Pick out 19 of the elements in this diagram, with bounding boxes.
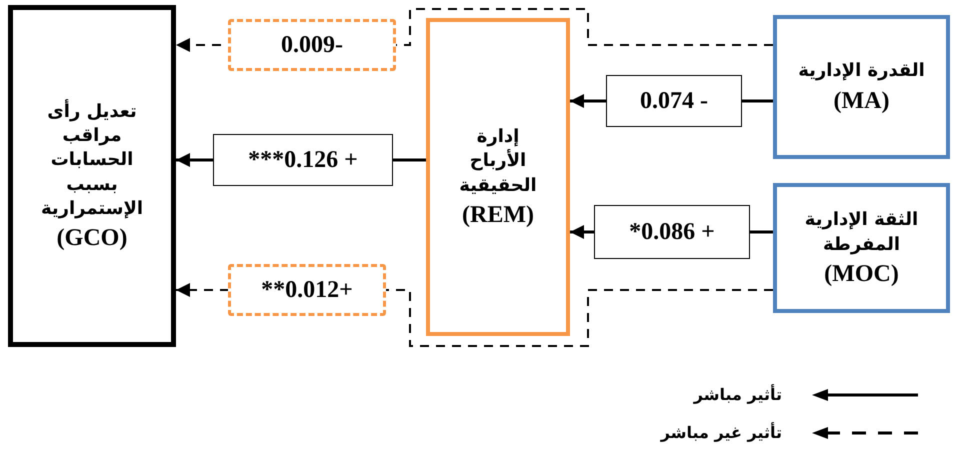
- edge-label: 0.009-: [228, 19, 396, 71]
- variable-name: القدرة الإدارية: [798, 59, 925, 84]
- variable-code: (MA): [834, 88, 890, 115]
- edge-label: *0.086 +: [594, 205, 750, 259]
- variable-box: [773, 183, 950, 313]
- variable-name: تعديل رأى مراقب الحسابات بسبب الإستمرارية: [40, 100, 144, 221]
- variable-name: الثقة الإدارية المفرطة: [804, 208, 920, 256]
- edge-label: **0.012+: [228, 264, 386, 316]
- variable-code: (REM): [462, 202, 534, 229]
- variable-box: [773, 15, 950, 159]
- variable-code: (GCO): [56, 225, 128, 252]
- variable-box: [8, 5, 176, 347]
- legend-text: تأثير مباشر: [694, 385, 782, 404]
- variable-name: إدارة الأرباح الحقيقية: [458, 125, 538, 198]
- edge-label: ***0.126 +: [213, 134, 393, 186]
- variable-box: [426, 18, 570, 336]
- legend-text: تأثير غير مباشر: [660, 423, 782, 442]
- variable-code: (MOC): [824, 260, 899, 288]
- edge-label: 0.074 -: [606, 75, 742, 127]
